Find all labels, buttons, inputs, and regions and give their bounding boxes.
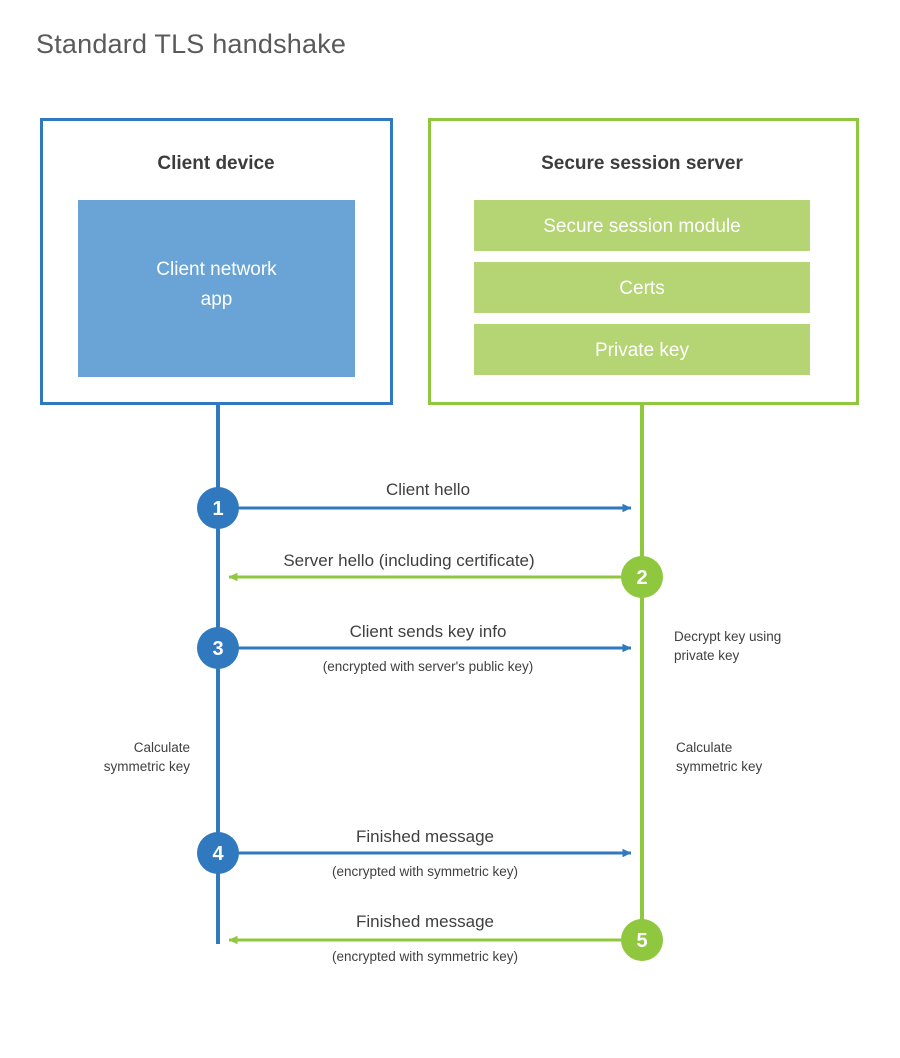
step-2-label: Server hello (including certificate) — [283, 551, 534, 570]
server-component-block-private-key — [474, 324, 810, 375]
client-network-app-label-line1: Client network — [156, 259, 277, 280]
step-4-label: Finished message — [356, 827, 494, 846]
server-component-label-certs: Certs — [619, 278, 664, 299]
step-1-number: 1 — [212, 498, 223, 520]
server-component-label-secure-session-module: Secure session module — [543, 216, 741, 237]
step-4-number: 4 — [212, 843, 224, 865]
server-decrypt-annotation: Decrypt key using private key — [674, 629, 781, 663]
step-3-group: Client sends key info (encrypted with se… — [197, 622, 632, 674]
step-5-group: Finished message (encrypted with symmetr… — [228, 912, 663, 964]
step-3-sublabel: (encrypted with server's public key) — [323, 659, 533, 674]
step-5-marker — [621, 919, 663, 961]
client-device-box: Client device Client network app — [40, 118, 393, 405]
client-network-app-block — [78, 200, 355, 377]
step-3-number: 3 — [212, 638, 223, 660]
server-component-block-certs — [474, 262, 810, 313]
server-decrypt-line2: private key — [674, 648, 740, 663]
server-calc-line1: Calculate — [676, 740, 732, 755]
step-2-group: Server hello (including certificate) 2 — [228, 551, 663, 598]
step-2-marker — [621, 556, 663, 598]
step-4-sublabel: (encrypted with symmetric key) — [332, 864, 518, 879]
client-box-heading: Client device — [157, 153, 274, 174]
client-calc-line2: symmetric key — [104, 759, 191, 774]
secure-session-server-box: Secure session server Secure session mod… — [428, 118, 859, 405]
server-box-heading: Secure session server — [541, 153, 743, 174]
server-component-label-private-key: Private key — [595, 340, 689, 361]
server-calc-line2: symmetric key — [676, 759, 763, 774]
step-4-group: Finished message (encrypted with symmetr… — [197, 827, 632, 879]
server-component-block-secure-session-module — [474, 200, 810, 251]
page-title: Standard TLS handshake — [36, 29, 346, 59]
step-5-label: Finished message — [356, 912, 494, 931]
step-5-sublabel: (encrypted with symmetric key) — [332, 949, 518, 964]
step-1-marker — [197, 487, 239, 529]
step-1-label: Client hello — [386, 480, 470, 499]
step-3-marker — [197, 627, 239, 669]
server-calculate-symmetric-key-annotation: Calculate symmetric key — [676, 740, 763, 774]
step-5-number: 5 — [636, 930, 647, 952]
step-4-marker — [197, 832, 239, 874]
client-network-app-label-line2: app — [201, 289, 233, 310]
step-1-group: Client hello 1 — [197, 480, 632, 529]
server-decrypt-line1: Decrypt key using — [674, 629, 781, 644]
step-3-label: Client sends key info — [350, 622, 507, 641]
client-calculate-symmetric-key-annotation: Calculate symmetric key — [104, 740, 191, 774]
step-2-number: 2 — [636, 567, 647, 589]
client-calc-line1: Calculate — [134, 740, 190, 755]
